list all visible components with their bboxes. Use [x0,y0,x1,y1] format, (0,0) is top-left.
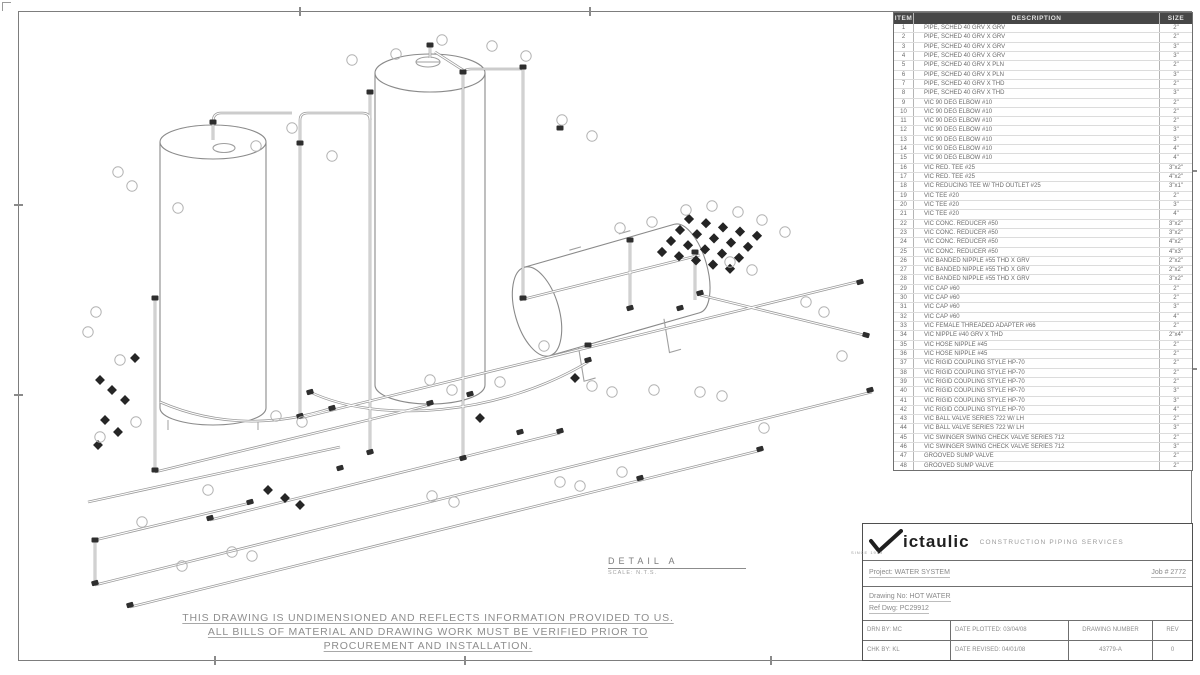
drawing-number-cell: 43779-A [1069,640,1153,660]
title-block-project-row: Project: WATER SYSTEM Job # 2772 [863,561,1192,587]
detail-scale: SCALE: N.T.S. [608,570,658,576]
detail-underline [608,568,746,569]
pipe-run-highlights [87,45,873,608]
bom-header-item: ITEM [894,13,914,24]
drawing-no-field: Drawing No: HOT WATER [869,593,951,602]
left-vertical-tank [159,124,267,430]
disclaimer-note: THIS DRAWING IS UNDIMENSIONED AND REFLEC… [182,612,674,652]
frame-tick [770,656,772,665]
title-block-drawing-row: Drawing No: HOT WATER Ref Dwg: PC29912 [863,587,1192,621]
title-block-logo-row: ictaulic SINCE 1919 CONSTRUCTION PIPING … [851,524,1192,561]
ref-dwg-field: Ref Dwg: PC29912 [869,605,929,614]
checkmark-icon [869,529,903,554]
services-text: CONSTRUCTION PIPING SERVICES [979,538,1124,546]
drn-by-cell: DRN BY: MC [863,621,951,641]
frame-tick [14,394,23,396]
bom-header-size: SIZE [1167,15,1185,22]
victaulic-logo: ictaulic SINCE 1919 [851,529,970,555]
date-revised-cell: DATE REVISED: 04/01/08 [951,640,1069,660]
frame-tick [589,7,591,16]
detail-callout: DETAIL A SCALE: N.T.S. [608,556,758,576]
callout-balloons [82,34,848,572]
rev-value-cell: 0 [1170,647,1175,654]
project-field: Project: WATER SYSTEM [869,569,950,578]
bom-header-row: ITEM DESCRIPTION SIZE [894,13,1192,24]
logo-wordmark: ictaulic [903,532,970,551]
drawing-number-label-cell: DRAWING NUMBER [1069,621,1153,641]
title-block-grid: DRN BY: MC DATE PLOTTED: 03/04/08 DRAWIN… [863,621,1192,660]
job-field: Job # 2772 [1151,569,1186,578]
chk-by-cell: CHK BY: KL [863,640,951,660]
frame-tick [14,204,23,206]
frame-tick [214,656,216,665]
sheet-corner-mark [2,2,11,11]
detail-label: DETAIL A [608,556,679,566]
frame-tick [464,656,466,665]
logo-tagline: SINCE 1919 [851,550,884,555]
title-block: ictaulic SINCE 1919 CONSTRUCTION PIPING … [851,523,1193,661]
bom-header-description: DESCRIPTION [914,13,1160,24]
frame-tick [299,7,301,16]
pipe-fittings [91,42,874,609]
date-plotted-cell: DATE PLOTTED: 03/04/08 [951,621,1069,641]
horizontal-tank [511,223,711,382]
rev-label-cell: REV [1153,621,1192,641]
center-vertical-tank [374,53,486,405]
